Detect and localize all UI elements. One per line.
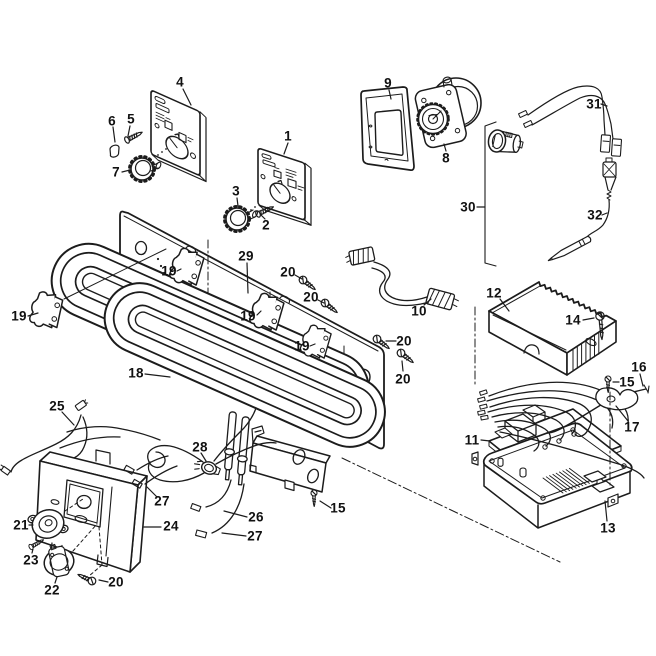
probe-32 [547,157,617,262]
part-label-15-l: 15 [330,500,346,516]
alignment-dots [157,148,167,156]
thermostat-21 [27,509,69,539]
part-label-19-c: 19 [240,308,256,324]
part-label-10: 10 [411,303,427,319]
part-label-24: 24 [163,518,179,534]
part-label-20-c: 20 [396,333,412,349]
part-label-1: 1 [284,128,292,144]
part-label-20-d: 20 [395,371,411,387]
part-label-30: 30 [460,199,476,215]
part-label-7: 7 [112,164,120,180]
wire-harness [477,381,645,479]
part-label-6: 6 [108,113,116,129]
control-panel-1 [257,147,312,226]
part-label-23: 23 [23,552,39,568]
leader-lines [27,88,644,584]
cap-6 [109,144,120,158]
mounting-frame-9 [360,86,415,172]
control-box-cover-12 [488,281,617,376]
grommet-17 [595,387,639,411]
part-label-13: 13 [600,520,616,536]
part-label-28: 28 [192,439,208,455]
bottom-harness [123,407,277,539]
part-label-31: 31 [586,96,602,112]
screw-15-left [310,489,318,508]
screw-5 [122,128,145,145]
part-label-27-b: 27 [247,528,263,544]
part-label-18: 18 [128,365,144,381]
part-label-8: 8 [442,150,450,166]
part-label-19-b: 19 [11,308,27,324]
part-label-25: 25 [49,398,65,414]
assembly-30 [484,85,623,267]
cover-bracket-24 [35,449,148,573]
part-label-26: 26 [248,509,264,525]
part-label-16: 16 [631,359,647,375]
part-label-20-e: 20 [108,574,124,590]
rotary-control-8 [414,76,482,149]
part-label-9: 9 [384,75,392,91]
part-label-15-r: 15 [619,374,635,390]
part-label-29: 29 [238,248,254,264]
part-label-32: 32 [587,207,603,223]
assembly-leader-line [63,248,167,300]
part-label-14: 14 [565,312,581,328]
thermostat-22 [43,543,75,578]
alignment-line [341,457,561,563]
part-label-3: 3 [232,183,240,199]
part-label-22: 22 [44,582,60,598]
heating-element [50,242,386,486]
part-label-20-a: 20 [280,264,296,280]
knob-7 [128,155,162,183]
part-label-17: 17 [624,419,640,435]
screw-14 [595,311,605,341]
part-label-19-d: 19 [294,338,310,354]
element-terminals [224,411,250,486]
part-label-20-b: 20 [303,289,319,305]
alignment-dashes [64,498,103,577]
part-label-12: 12 [486,285,502,301]
control-panel-4 [150,90,207,183]
wire-25 [0,399,161,476]
part-label-11: 11 [464,432,480,448]
cable-31 [518,85,623,157]
grommet-28 [194,460,221,476]
ribbon-cable-10 [345,246,459,311]
part-label-5: 5 [127,111,135,127]
part-label-2: 2 [262,217,270,233]
part-label-21: 21 [13,517,29,533]
part-label-27-a: 27 [154,493,170,509]
part-label-4: 4 [176,74,184,90]
knob-3 [223,205,259,233]
part-label-19-a: 19 [161,263,177,279]
housing-box-13 [471,422,633,529]
